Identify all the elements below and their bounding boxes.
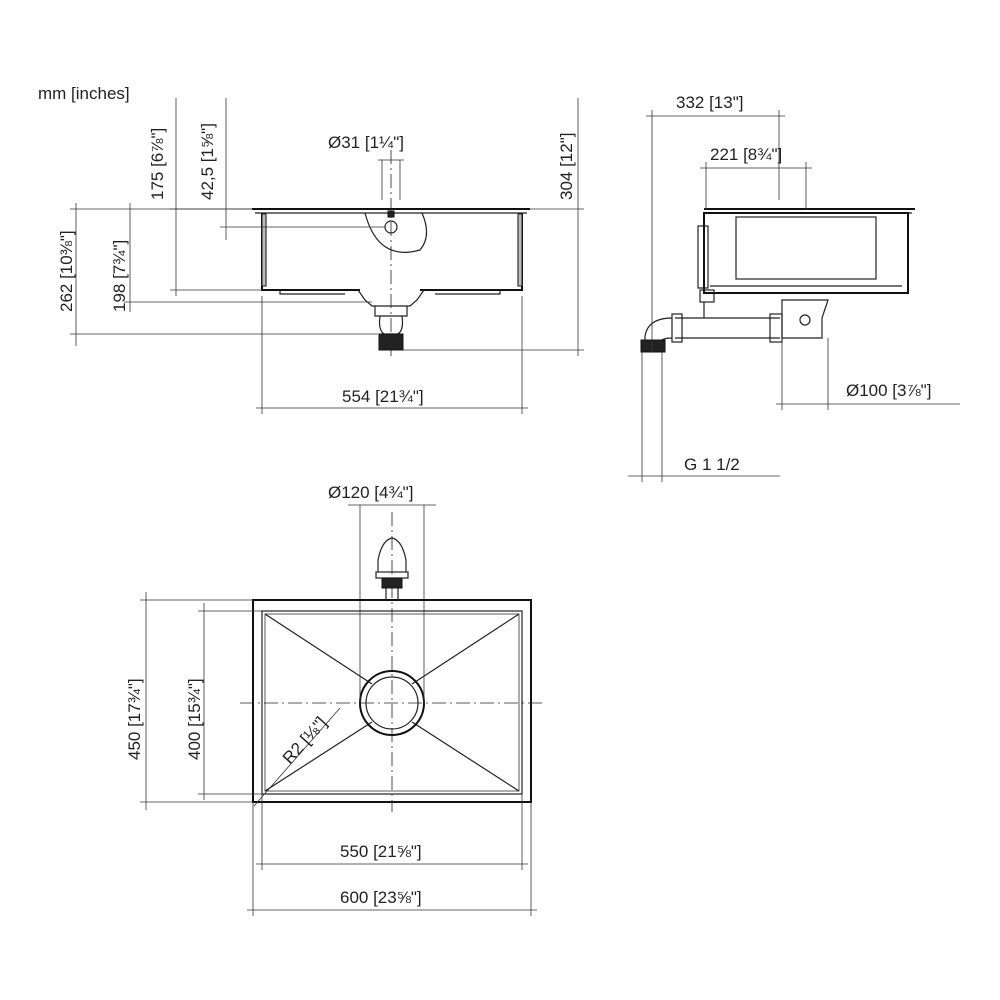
radius-leader bbox=[253, 707, 341, 807]
dim-120: Ø120 [4¾"] bbox=[328, 483, 413, 502]
units-label: mm [inches] bbox=[38, 84, 130, 103]
side-bowl-window bbox=[735, 216, 877, 280]
dim-100: Ø100 [3⅞"] bbox=[846, 381, 931, 400]
dim-332: 332 [13"] bbox=[676, 93, 743, 112]
slope-line-br bbox=[411, 721, 520, 792]
dim-450: 450 [17¾"] bbox=[125, 678, 144, 760]
slope-line-tl bbox=[264, 613, 373, 685]
drain-neck bbox=[374, 306, 408, 317]
front-elevation-view: Ø31 [1¼"] 175 [6⅞"] 42,5 [1⅝"] 304 [12"]… bbox=[57, 98, 584, 414]
dim-overflow-diameter: Ø31 [1¼"] bbox=[328, 133, 404, 152]
side-bowl bbox=[703, 212, 909, 294]
dim-554: 554 [21¾"] bbox=[342, 387, 424, 406]
dim-thread: G 1 1/2 bbox=[684, 455, 740, 474]
dim-175: 175 [6⅞"] bbox=[148, 128, 167, 200]
slope-line-tr bbox=[411, 613, 520, 685]
pipe-outlet-connector bbox=[640, 339, 666, 353]
dim-304: 304 [12"] bbox=[557, 133, 576, 200]
dim-radius: R2 [⅛"] bbox=[279, 713, 331, 767]
overflow-fitting bbox=[377, 537, 407, 572]
dim-221: 221 [8¾"] bbox=[710, 145, 782, 164]
horizontal-drain-pipe bbox=[675, 317, 780, 339]
bowl-wall-right-shade bbox=[517, 213, 523, 287]
dim-262: 262 [10⅜"] bbox=[57, 230, 76, 312]
side-elevation-view: 332 [13"] 221 [8¾"] Ø100 [3⅞"] G 1 1/2 bbox=[628, 93, 960, 482]
side-drain-body bbox=[781, 299, 829, 339]
overflow-plate bbox=[364, 212, 428, 253]
dim-400: 400 [15¾"] bbox=[185, 678, 204, 760]
bowl-wall-left-shade bbox=[261, 213, 267, 287]
overflow-tube bbox=[697, 225, 709, 289]
dim-550: 550 [21⅝"] bbox=[340, 842, 422, 861]
dim-42-5: 42,5 [1⅝"] bbox=[198, 123, 217, 200]
side-drain-screw bbox=[799, 314, 811, 326]
pipe-elbow bbox=[644, 317, 673, 343]
dim-600: 600 [23⅝"] bbox=[340, 888, 422, 907]
pipe-coupling-left bbox=[671, 313, 683, 343]
plan-view: Ø120 [4¾"] 450 [17¾"] 400 [15¾"] R2 [⅛"]… bbox=[125, 483, 545, 916]
overflow-tube-joint bbox=[699, 289, 715, 303]
sink-bowl-outline bbox=[261, 213, 523, 291]
bowl-base bbox=[279, 290, 501, 295]
overflow-fitting-body bbox=[381, 577, 403, 589]
slope-line-bl bbox=[264, 721, 373, 792]
dim-198: 198 [7¾"] bbox=[110, 240, 129, 312]
